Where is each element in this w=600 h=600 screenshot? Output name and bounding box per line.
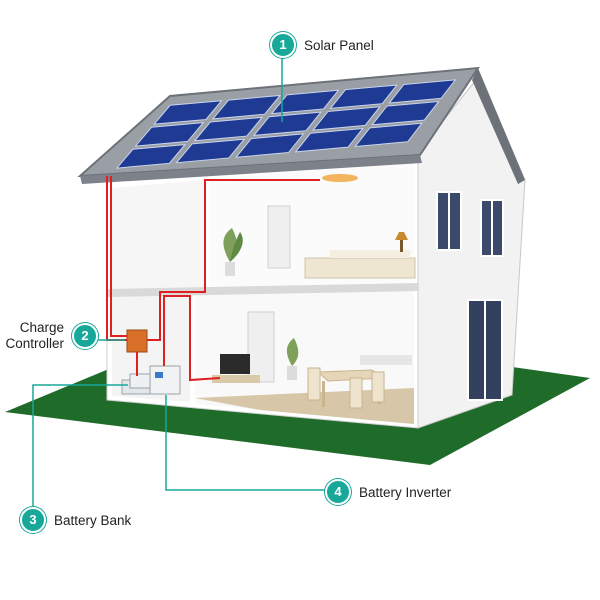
side-sliding-door [467, 299, 503, 401]
solar-panel [252, 111, 323, 137]
side-window-upper-right [480, 199, 504, 257]
callout-solar-panel: 1 Solar Panel [270, 32, 374, 58]
callout-leaders [32, 47, 328, 515]
dining-table [307, 367, 386, 409]
solar-panel [211, 94, 282, 120]
side-window-upper-left [436, 191, 462, 251]
callout-battery-inverter: 4 Battery Inverter [325, 479, 451, 505]
callout-charge-controller: Charge Controller 2 [0, 320, 98, 352]
solar-panel [115, 143, 187, 169]
potted-plant-lower [286, 338, 299, 380]
solar-panel [371, 100, 440, 126]
kitchen-counter [360, 355, 412, 365]
ceiling-lamp [322, 174, 358, 182]
callout-badge: 1 [270, 32, 296, 58]
solar-panel-array [115, 79, 457, 169]
callout-label-line: Controller [5, 336, 64, 351]
solar-panel [234, 133, 305, 158]
roof-gable-edge [472, 68, 525, 184]
solar-panel [311, 106, 381, 131]
callout-badge: 3 [20, 507, 46, 533]
charge-controller-device [126, 329, 148, 353]
upper-door [267, 205, 291, 269]
bed [304, 250, 416, 279]
solar-panel [175, 138, 246, 164]
callout-label: Solar Panel [304, 37, 374, 53]
roof-eave [80, 155, 422, 184]
potted-plant-upper [223, 228, 243, 276]
solar-panel [388, 79, 457, 104]
callout-badge: 4 [325, 479, 351, 505]
callout-label: Battery Inverter [359, 484, 452, 500]
bedside-lamp [395, 232, 408, 252]
upper-room-left [112, 180, 205, 290]
solar-panel [329, 84, 398, 109]
television [212, 354, 260, 383]
solar-panel [294, 127, 364, 153]
solar-panel [153, 100, 223, 125]
callout-label: Battery Bank [54, 512, 132, 528]
callout-label: Charge Controller [5, 320, 64, 352]
solar-panel [193, 116, 264, 142]
floor-slab [107, 283, 418, 297]
battery-inverter-device [149, 365, 181, 395]
callout-label-line: Charge [19, 320, 64, 335]
callout-battery-bank: 3 Battery Bank [20, 507, 131, 533]
callout-badge: 2 [72, 323, 98, 349]
lower-door [247, 311, 275, 383]
solar-panel [354, 122, 424, 148]
solar-panel [270, 89, 340, 115]
solar-panel [134, 122, 205, 147]
